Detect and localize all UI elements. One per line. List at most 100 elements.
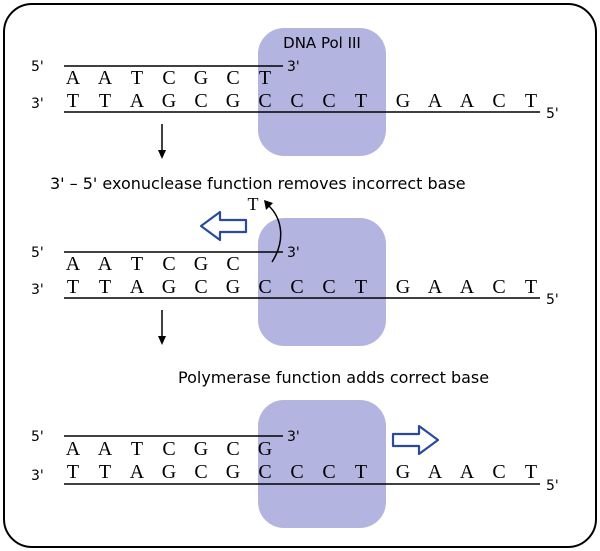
removed-base: T (248, 194, 259, 214)
base: C (322, 461, 335, 483)
base: C (492, 90, 505, 112)
base: T (355, 276, 367, 298)
polymerase-shape-2 (258, 218, 386, 346)
base: A (428, 90, 443, 112)
base: C (290, 276, 303, 298)
base: A (460, 90, 475, 112)
strand-end-label: 3' (287, 245, 300, 261)
base: G (194, 438, 208, 460)
base: C (258, 461, 271, 483)
step-caption: Polymerase function adds correct base (178, 368, 489, 387)
base: T (355, 461, 367, 483)
curved-arrow-icon (264, 200, 282, 263)
base: C (162, 67, 175, 89)
base: G (226, 90, 240, 112)
base: G (396, 90, 410, 112)
base: A (98, 253, 113, 275)
step-caption: 3' – 5' exonuclease function removes inc… (50, 174, 466, 193)
base: G (162, 90, 176, 112)
backward-arrow-icon (199, 210, 248, 242)
strand-end-label: 3' (287, 59, 300, 75)
down-arrow-icon (158, 124, 166, 159)
base: T (131, 253, 143, 275)
base: C (322, 276, 335, 298)
base: A (98, 438, 113, 460)
base: C (258, 90, 271, 112)
base: T (67, 90, 79, 112)
base: A (130, 90, 145, 112)
panel-2: T 5' 3' A A T C G C T T A G C G C C C T (31, 194, 559, 308)
strand-end-label: 5' (546, 292, 559, 308)
base: G (396, 276, 410, 298)
base: A (460, 461, 475, 483)
panel-1: 5' 3' A A T C G C T T T A G C G C C C T … (31, 59, 559, 122)
base: A (66, 253, 81, 275)
strand-end-label: 3' (287, 429, 300, 445)
top-bases: A A T C G C (66, 253, 240, 275)
strand-end-label: 5' (31, 59, 44, 75)
base: G (194, 253, 208, 275)
base: G (162, 461, 176, 483)
base: C (492, 461, 505, 483)
strand-end-label: 3' (31, 282, 44, 298)
base: G (226, 276, 240, 298)
base: C (290, 90, 303, 112)
strand-end-label: 5' (31, 429, 44, 445)
base: T (525, 461, 537, 483)
base: C (162, 438, 175, 460)
base: A (130, 461, 145, 483)
base: A (98, 67, 113, 89)
base: T (131, 67, 143, 89)
base: G (258, 438, 272, 460)
polymerase-shape-1 (258, 28, 386, 156)
bottom-bases: T T A G C G C C C T G A A C T (67, 276, 537, 298)
base: A (66, 438, 81, 460)
base: G (194, 67, 208, 89)
base: T (67, 276, 79, 298)
base: C (162, 253, 175, 275)
base: C (226, 67, 239, 89)
base: T (67, 461, 79, 483)
base: T (525, 90, 537, 112)
base: C (258, 276, 271, 298)
base: T (99, 461, 111, 483)
base: T (99, 90, 111, 112)
enzyme-label: DNA Pol III (283, 34, 361, 52)
base: T (355, 90, 367, 112)
polymerase-shape-3 (258, 400, 386, 528)
bottom-bases: T T A G C G C C C T G A A C T (67, 461, 537, 483)
base: T (525, 276, 537, 298)
strand-end-label: 5' (546, 106, 559, 122)
strand-end-label: 3' (31, 96, 44, 112)
strand-end-label: 5' (546, 478, 559, 494)
base: C (492, 276, 505, 298)
base: T (259, 67, 271, 89)
base: G (162, 276, 176, 298)
top-bases: A A T C G C G (66, 438, 272, 460)
base: C (194, 276, 207, 298)
top-bases: A A T C G C T (66, 67, 271, 89)
forward-arrow-icon (391, 424, 440, 456)
base: T (131, 438, 143, 460)
base: C (194, 90, 207, 112)
base: C (226, 253, 239, 275)
strand-end-label: 3' (31, 468, 44, 484)
strand-end-label: 5' (31, 245, 44, 261)
base: G (396, 461, 410, 483)
base: A (428, 461, 443, 483)
base: G (226, 461, 240, 483)
base: A (460, 276, 475, 298)
base: A (428, 276, 443, 298)
panel-3: 5' 3' A A T C G C G T T A G C G C C C T … (31, 424, 559, 494)
base: T (99, 276, 111, 298)
base: A (66, 67, 81, 89)
bottom-bases: T T A G C G C C C T G A A C T (67, 90, 537, 112)
base: C (290, 461, 303, 483)
base: A (130, 276, 145, 298)
base: C (194, 461, 207, 483)
down-arrow-icon (158, 310, 166, 345)
base: C (322, 90, 335, 112)
base: C (226, 438, 239, 460)
